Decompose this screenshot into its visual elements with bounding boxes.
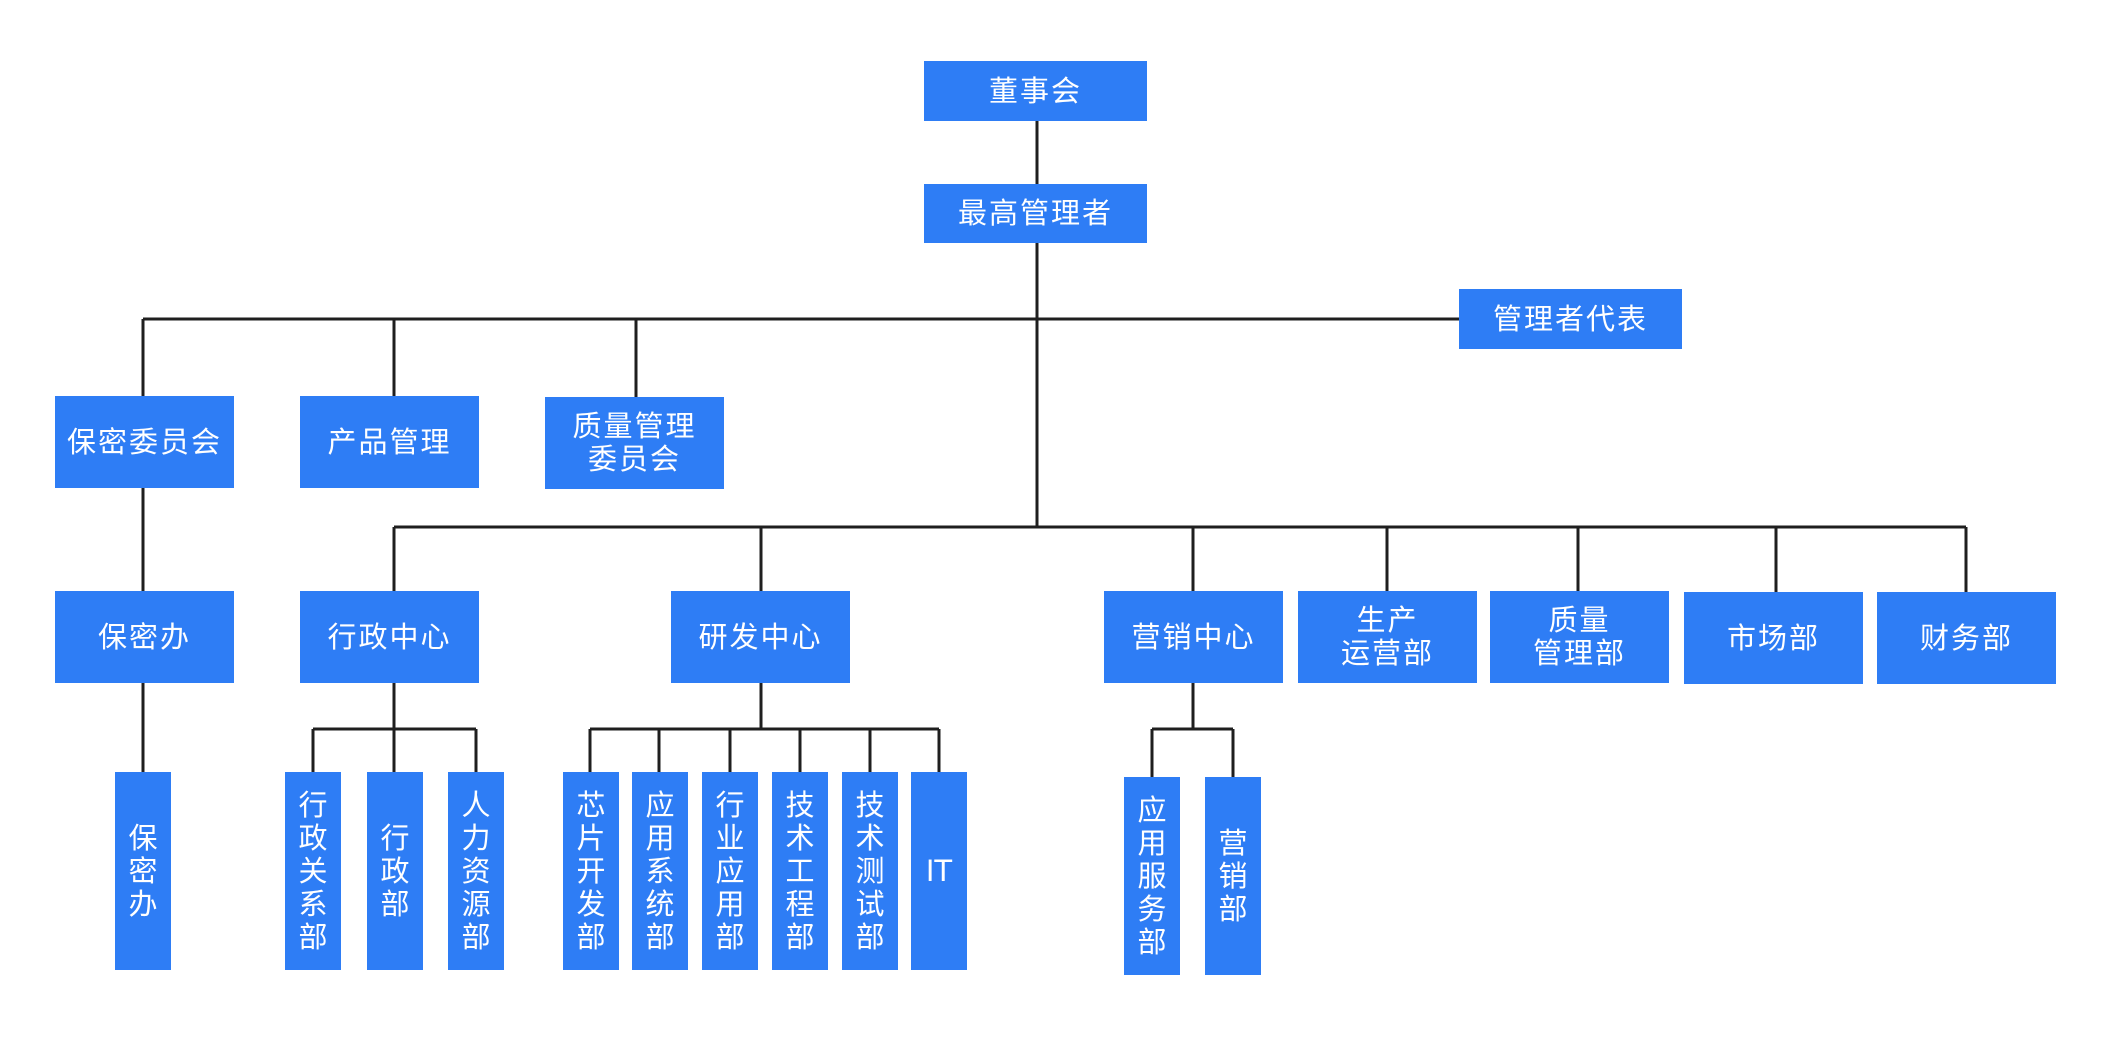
node-hr-dept-label: 人力资源部 <box>461 787 491 954</box>
node-admin-relations-label: 行政关系部 <box>298 787 328 954</box>
node-quality-committee: 质量管理 委员会 <box>545 397 724 489</box>
node-it: IT <box>911 772 967 970</box>
node-admin-dept: 行政部 <box>367 772 423 970</box>
node-production-operations-line2: 运营部 <box>1340 636 1434 670</box>
node-rd-center: 研发中心 <box>671 591 850 683</box>
node-marketing-center-label: 营销中心 <box>1131 619 1256 654</box>
node-admin-dept-label: 行政部 <box>380 820 410 921</box>
node-admin-relations: 行政关系部 <box>285 772 341 970</box>
node-admin-center: 行政中心 <box>300 591 479 683</box>
node-management-representative-label: 管理者代表 <box>1492 301 1648 336</box>
node-production-operations: 生产 运营部 <box>1298 591 1477 683</box>
node-market-department: 市场部 <box>1684 592 1863 684</box>
node-application-system-label: 应用系统部 <box>645 787 675 954</box>
node-application-system: 应用系统部 <box>632 772 688 970</box>
node-quality-committee-line1: 质量管理 <box>572 409 697 443</box>
node-quality-department-line1: 质量 <box>1548 603 1611 637</box>
node-application-service: 应用服务部 <box>1124 777 1180 975</box>
node-it-label: IT <box>925 853 953 888</box>
node-chip-development: 芯片开发部 <box>563 772 619 970</box>
node-technical-engineering-label: 技术工程部 <box>785 787 815 954</box>
node-technical-testing-label: 技术测试部 <box>855 787 885 954</box>
node-technical-engineering: 技术工程部 <box>772 772 828 970</box>
node-secrecy-office-sub: 保密办 <box>115 772 171 970</box>
node-admin-center-label: 行政中心 <box>327 619 452 654</box>
node-finance-department: 财务部 <box>1877 592 2056 684</box>
node-top-manager: 最高管理者 <box>924 184 1147 243</box>
node-secrecy-office: 保密办 <box>55 591 234 683</box>
node-market-department-label: 市场部 <box>1726 620 1820 655</box>
node-product-management: 产品管理 <box>300 396 479 488</box>
node-technical-testing: 技术测试部 <box>842 772 898 970</box>
node-secrecy-office-sub-label: 保密办 <box>128 820 158 921</box>
node-sales-dept: 营销部 <box>1205 777 1261 975</box>
node-secrecy-office-label: 保密办 <box>97 619 191 654</box>
node-industry-application-label: 行业应用部 <box>715 787 745 954</box>
node-production-operations-line1: 生产 <box>1356 603 1419 637</box>
node-board-label: 董事会 <box>988 73 1082 108</box>
node-quality-department: 质量 管理部 <box>1490 591 1669 683</box>
node-top-manager-label: 最高管理者 <box>957 196 1113 230</box>
node-industry-application: 行业应用部 <box>702 772 758 970</box>
node-quality-committee-line2: 委员会 <box>587 442 681 476</box>
node-finance-department-label: 财务部 <box>1919 620 2013 655</box>
node-management-representative: 管理者代表 <box>1459 289 1682 349</box>
node-rd-center-label: 研发中心 <box>698 619 823 654</box>
node-hr-dept: 人力资源部 <box>448 772 504 970</box>
node-secrecy-committee-label: 保密委员会 <box>66 424 222 459</box>
node-product-management-label: 产品管理 <box>327 424 452 459</box>
node-application-service-label: 应用服务部 <box>1137 792 1167 959</box>
node-marketing-center: 营销中心 <box>1104 591 1283 683</box>
node-chip-development-label: 芯片开发部 <box>576 787 606 954</box>
node-quality-department-line2: 管理部 <box>1532 636 1626 670</box>
node-board: 董事会 <box>924 61 1147 121</box>
node-sales-dept-label: 营销部 <box>1218 825 1248 926</box>
node-secrecy-committee: 保密委员会 <box>55 396 234 488</box>
